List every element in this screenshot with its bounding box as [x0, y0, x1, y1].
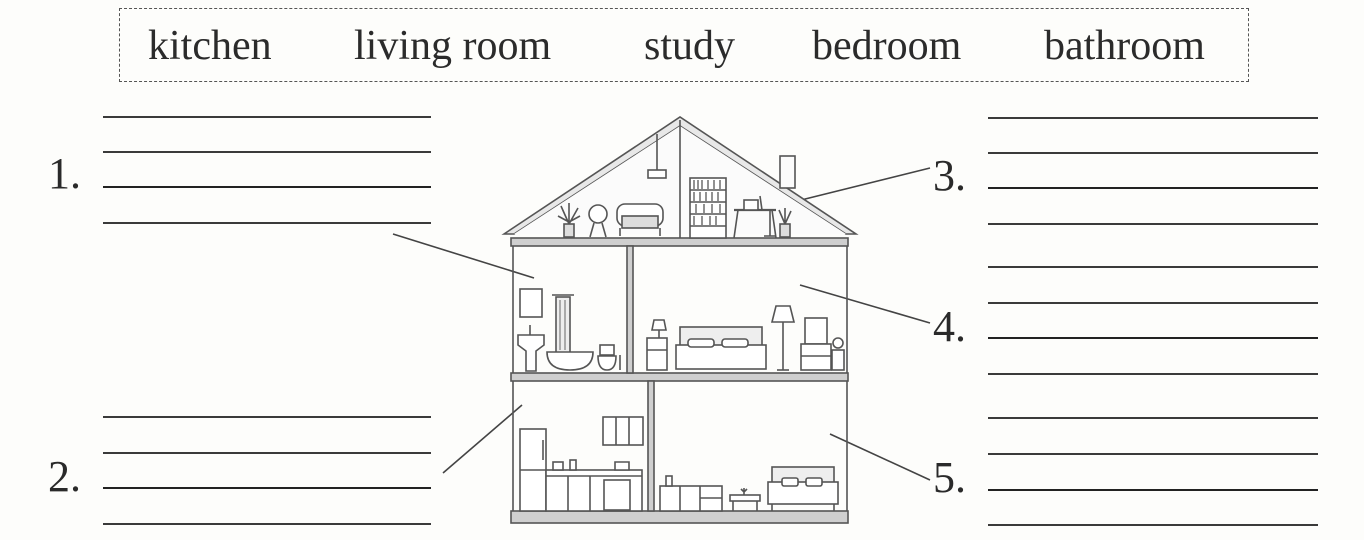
word-bathroom: bathroom: [1044, 23, 1205, 69]
kitchen-furniture: [519, 416, 644, 512]
attic-floor: [510, 237, 849, 247]
number-label-3: 3.: [933, 151, 966, 200]
floor-lamp: [770, 305, 796, 323]
pot: [614, 461, 630, 471]
writing-line[interactable]: [988, 302, 1318, 304]
pointer-line-2: [442, 404, 523, 474]
living-room-furniture: [659, 466, 839, 512]
divider-lower: [647, 380, 655, 512]
ground-floor: [510, 510, 849, 524]
writing-line[interactable]: [988, 223, 1318, 225]
chimney: [779, 155, 796, 189]
ceiling-lamp: [647, 169, 667, 179]
word-living-room: living room: [354, 23, 552, 69]
writing-line[interactable]: [988, 152, 1318, 154]
table-lamp: [651, 319, 667, 331]
coffee-table: [729, 494, 761, 502]
roof: [501, 116, 859, 240]
vanity-mirror: [804, 317, 828, 345]
writing-line-baseline[interactable]: [103, 186, 431, 189]
toilet-tank: [599, 344, 615, 356]
bathtub: [546, 351, 594, 371]
word-kitchen: kitchen: [148, 23, 272, 69]
writing-line-baseline[interactable]: [988, 489, 1318, 492]
writing-line-baseline[interactable]: [103, 487, 431, 490]
middle-floor: [510, 372, 849, 382]
writing-line[interactable]: [988, 453, 1318, 455]
writing-line[interactable]: [103, 151, 431, 153]
shower-curtain: [555, 296, 571, 354]
pointer-line-3: [784, 167, 931, 205]
writing-line[interactable]: [988, 117, 1318, 119]
writing-line[interactable]: [103, 116, 431, 118]
writing-line[interactable]: [988, 373, 1318, 375]
writing-line[interactable]: [103, 416, 431, 418]
toilet: [597, 355, 617, 371]
dresser: [800, 343, 832, 371]
writing-line[interactable]: [103, 523, 431, 525]
writing-line[interactable]: [988, 524, 1318, 526]
writing-line[interactable]: [103, 222, 431, 224]
nightstand: [646, 337, 668, 371]
attic-left-furniture: [557, 134, 667, 238]
word-bank: kitchen living room study bedroom bathro…: [119, 8, 1249, 82]
mirror: [519, 288, 543, 318]
writing-line[interactable]: [103, 452, 431, 454]
writing-line[interactable]: [988, 266, 1318, 268]
writing-line[interactable]: [988, 417, 1318, 419]
sink: [517, 334, 545, 372]
writing-line-baseline[interactable]: [988, 187, 1318, 190]
bed: [675, 344, 767, 370]
bedroom-furniture: [646, 305, 845, 371]
number-label-5: 5.: [933, 453, 966, 502]
pointer-line-4: [799, 284, 931, 324]
number-label-2: 2.: [48, 452, 81, 501]
pointer-line-1: [392, 233, 535, 279]
divider-upper: [626, 245, 634, 374]
wall-cabinets: [602, 416, 644, 446]
sofa: [767, 481, 839, 505]
number-label-1: 1.: [48, 149, 81, 198]
writing-line-baseline[interactable]: [988, 337, 1318, 340]
number-label-4: 4.: [933, 302, 966, 351]
bathroom-furniture: [517, 288, 621, 372]
stool: [831, 349, 845, 371]
oven: [603, 479, 631, 511]
word-bedroom: bedroom: [812, 23, 962, 69]
word-study: study: [644, 23, 736, 69]
pointer-line-5: [829, 433, 931, 481]
study-furniture: [689, 177, 792, 239]
